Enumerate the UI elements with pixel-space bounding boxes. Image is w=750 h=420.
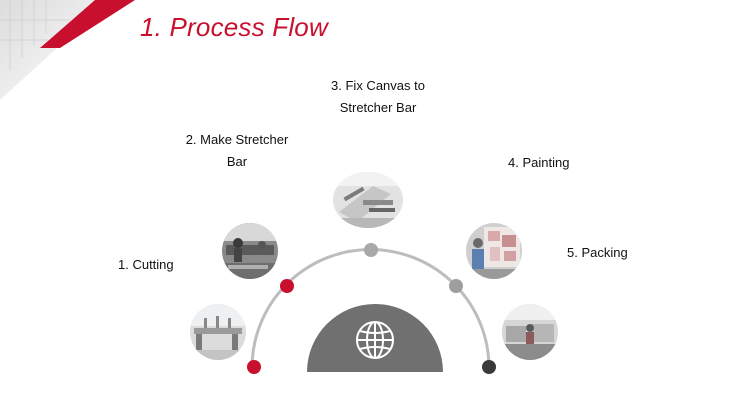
step-1-label: 1. Cutting: [118, 254, 174, 276]
step-3-label-line2: Stretcher Bar: [339, 100, 417, 115]
step-3-label-line1: 3. Fix Canvas to: [331, 78, 425, 93]
step-2-photo: [222, 223, 278, 279]
corner-decoration: [0, 0, 135, 100]
step-5-label-line1: 5. Packing: [567, 245, 628, 260]
node-step-4: [449, 279, 463, 293]
node-step-2: [280, 279, 294, 293]
step-4-photo: [466, 223, 522, 279]
step-3-photo: [333, 172, 403, 228]
step-2-label: 2. Make Stretcher Bar: [180, 129, 294, 173]
node-step-1: [247, 360, 261, 374]
node-step-5: [482, 360, 496, 374]
step-2-label-line1: 2. Make Stretcher: [185, 132, 289, 147]
step-5-label: 5. Packing: [567, 242, 628, 264]
page-title: 1. Process Flow: [140, 12, 328, 42]
step-4-label: 4. Painting: [508, 152, 569, 174]
globe-icon: [356, 321, 394, 359]
step-4-label-line1: 4. Painting: [508, 155, 570, 170]
node-step-3: [364, 243, 378, 257]
step-5-photo: [502, 304, 558, 360]
step-3-label: 3. Fix Canvas to Stretcher Bar: [324, 75, 432, 119]
step-1-photo: [190, 304, 246, 360]
step-2-label-line2: Bar: [226, 154, 248, 169]
step-1-label-line1: 1. Cutting: [118, 257, 174, 272]
